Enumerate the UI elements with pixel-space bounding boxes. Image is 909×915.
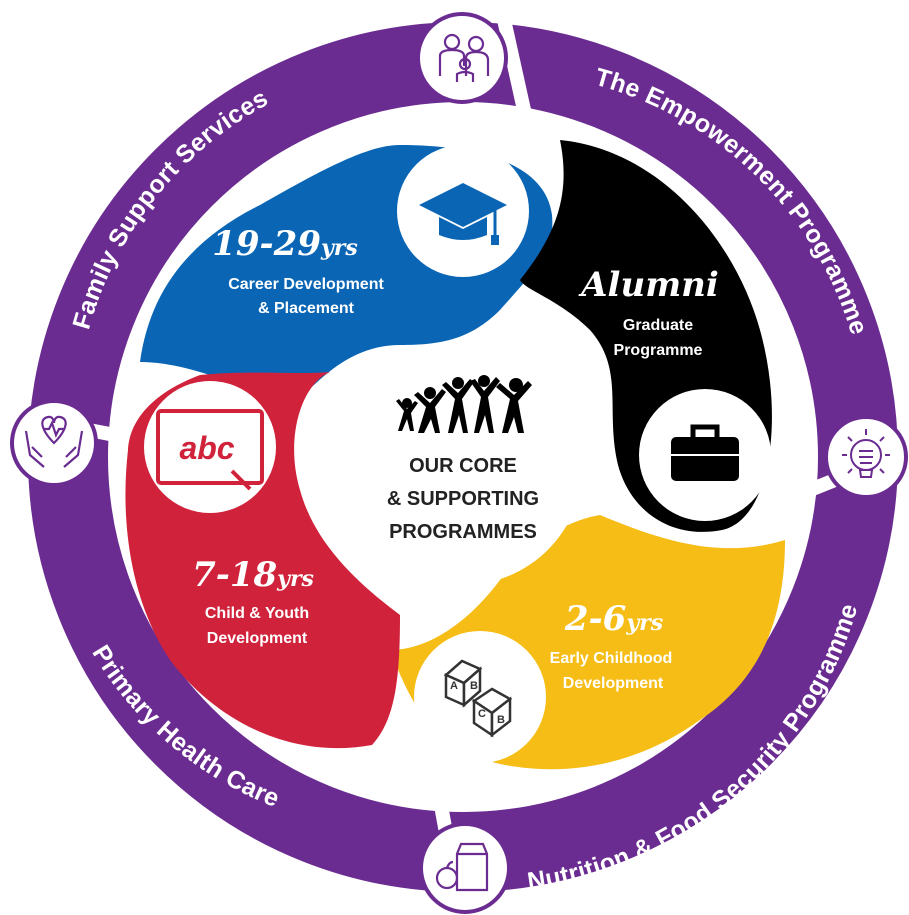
center-line-3: PROGRAMMES bbox=[389, 521, 537, 543]
early-line-2: Development bbox=[563, 675, 664, 692]
svg-text:B: B bbox=[470, 680, 478, 692]
abc-board-icon: abc bbox=[144, 381, 276, 513]
center-line-1: OUR CORE bbox=[409, 455, 517, 477]
child-age-label: 7-18yrs bbox=[192, 555, 314, 595]
child-line-2: Development bbox=[207, 630, 308, 647]
center-line-2: & SUPPORTING bbox=[387, 488, 539, 510]
graduate-line-2: Programme bbox=[614, 342, 703, 359]
center-hub: OUR CORE & SUPPORTING PROGRAMMES bbox=[343, 345, 583, 585]
alumni-label: Alumni bbox=[578, 265, 719, 305]
svg-text:abc: abc bbox=[179, 430, 234, 466]
svg-text:B: B bbox=[497, 714, 505, 726]
career-line-1: Career Development bbox=[228, 276, 384, 293]
nutrition-food-icon bbox=[419, 822, 511, 914]
early-age-label: 2-6yrs bbox=[564, 599, 663, 639]
petal-child-youth: abc 7-18yrs Child & Youth Development bbox=[125, 372, 400, 749]
abc-blocks-icon: A B C B bbox=[414, 631, 546, 763]
petal-graduate-programme: Alumni Graduate Programme bbox=[520, 140, 772, 532]
petal-early-childhood: A B C B 2-6yrs Early Childhood Developme… bbox=[390, 515, 785, 770]
graduate-line-1: Graduate bbox=[623, 317, 693, 334]
career-age-label: 19-29yrs bbox=[212, 224, 358, 264]
briefcase-icon bbox=[639, 389, 771, 521]
empowerment-fist-icon bbox=[824, 415, 908, 499]
svg-text:C: C bbox=[478, 708, 486, 720]
career-line-2: & Placement bbox=[258, 300, 355, 317]
svg-text:A: A bbox=[450, 680, 458, 692]
health-care-hands-icon bbox=[10, 399, 98, 487]
child-line-1: Child & Youth bbox=[205, 605, 309, 622]
early-line-1: Early Childhood bbox=[550, 650, 673, 667]
children-figures-icon bbox=[396, 375, 532, 433]
family-icon bbox=[416, 12, 508, 104]
graduation-cap-icon bbox=[397, 145, 529, 277]
petal-career-development: 19-29yrs Career Development & Placement bbox=[140, 145, 553, 399]
